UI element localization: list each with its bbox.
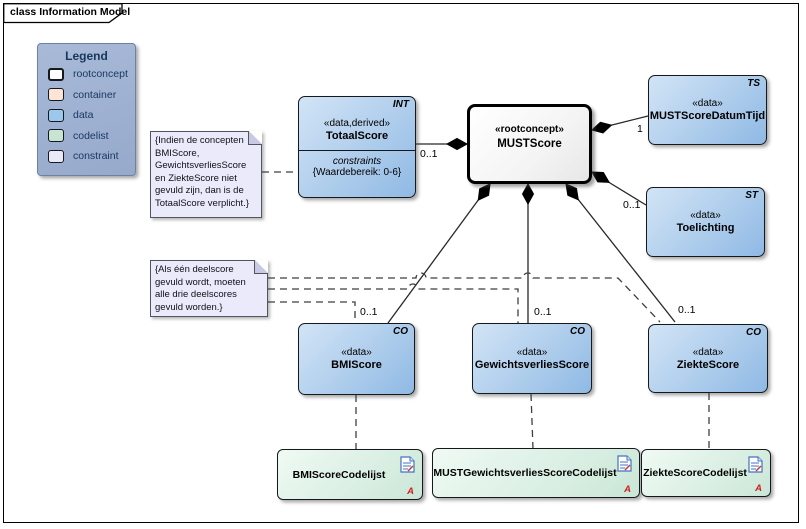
constraint-value: {Waardebereik: 0-6} xyxy=(312,167,402,178)
legend-label: codelist xyxy=(73,129,109,142)
codelist-name: ZiekteScoreCodelijst xyxy=(643,467,747,479)
class-bmiscore: CO «data» BMIScore xyxy=(298,323,415,395)
edge-note2-bmiscore xyxy=(268,301,356,323)
type-abbreviation: INT xyxy=(392,99,409,110)
class-name: Toelichting xyxy=(676,222,735,234)
composition-diamond xyxy=(445,137,469,151)
composition-diamond xyxy=(521,182,535,206)
multiplicity-ziektescore: 0..1 xyxy=(678,304,696,316)
stereotype: «data» xyxy=(692,98,723,109)
stereotype: «data» xyxy=(516,347,548,358)
legend: Legend rootconcept container data codeli… xyxy=(37,43,136,176)
stereotype: «data» xyxy=(341,347,372,358)
stereotype: «rootconcept» xyxy=(495,124,564,135)
document-icon xyxy=(748,456,763,478)
edge-mustscore-bmiscore xyxy=(387,183,491,324)
adl-marker: A xyxy=(407,486,414,497)
codelist-mustgewichtsverliesscorecodelijst: MUSTGewichtsverliesScoreCodelijst A xyxy=(432,448,640,498)
class-name: BMIScore xyxy=(331,359,382,371)
class-mustscoredatumtijd: TS «data» MUSTScoreDatumTijd xyxy=(648,75,767,145)
edge-gewichtsverliesscore-codelijst xyxy=(530,393,534,450)
legend-title: Legend xyxy=(65,49,108,63)
multiplicity-gewichtsverliesscore: 0..1 xyxy=(534,306,552,318)
constraint-note-totaalscore: {Indien de concepten BMIScore, Gewichtsv… xyxy=(150,131,262,218)
document-icon xyxy=(400,456,415,478)
composition-diamond xyxy=(477,183,491,202)
class-name: GewichtsverliesScore xyxy=(474,359,590,371)
legend-item: rootconcept xyxy=(48,65,135,84)
type-abbreviation: TS xyxy=(747,78,760,89)
legend-label: container xyxy=(73,88,117,101)
data-swatch xyxy=(48,108,64,122)
constraint-swatch xyxy=(48,149,64,163)
legend-item: data xyxy=(48,106,135,125)
type-abbreviation: CO xyxy=(746,327,761,338)
composition-diamond xyxy=(591,171,611,183)
class-name: TotaalScore xyxy=(325,130,389,142)
note-fold-corner xyxy=(249,131,262,144)
note-text: {Indien de concepten BMIScore, Gewichtsv… xyxy=(155,135,249,209)
adl-marker: A xyxy=(624,484,631,495)
class-name: ZiekteScore xyxy=(676,359,740,371)
type-abbreviation: ST xyxy=(745,190,758,201)
frame-title-tab: class Information Model xyxy=(3,3,131,30)
frame-tab-shape xyxy=(3,3,123,24)
note-text: {Als één deelscore gevuld wordt, moeten … xyxy=(155,264,246,313)
type-abbreviation: CO xyxy=(570,326,585,337)
container-swatch xyxy=(48,88,64,101)
class-totaalscore: INT «data,derived» TotaalScore constrain… xyxy=(298,96,416,198)
composition-diamond xyxy=(590,121,613,134)
codelist-ziektescorecodelijst: ZiekteScoreCodelijst A xyxy=(641,449,771,497)
edge-mustscore-ziektescore xyxy=(565,183,676,323)
adl-marker: A xyxy=(755,483,762,494)
edge-note2-ziektescore xyxy=(268,272,661,323)
legend-label: rootconcept xyxy=(73,68,128,80)
legend-label: constraint xyxy=(73,150,119,162)
multiplicity-totaalscore: 0..1 xyxy=(420,148,438,160)
legend-item: container xyxy=(48,85,135,104)
constraints-label: constraints xyxy=(332,156,382,167)
stereotype: «data,derived» xyxy=(323,118,391,129)
rootconcept-swatch xyxy=(48,67,64,81)
class-mustscore: «rootconcept» MUSTScore xyxy=(467,104,592,184)
frame-title: class Information Model xyxy=(10,6,131,18)
legend-label: data xyxy=(73,109,94,121)
multiplicity-datumtijd: 1 xyxy=(637,123,643,135)
class-gewichtsverliesscore: CO «data» GewichtsverliesScore xyxy=(472,323,592,394)
stereotype: «data» xyxy=(692,347,724,358)
class-ziektescore: CO «data» ZiekteScore xyxy=(648,324,768,393)
codelist-name: MUSTGewichtsverliesScoreCodelijst xyxy=(433,467,617,479)
class-toelichting: ST «data» Toelichting xyxy=(646,187,765,257)
class-name: MUSTScore xyxy=(497,138,562,150)
document-icon xyxy=(617,455,632,477)
codelist-bmiscorecodelijst: BMIScoreCodelijst A xyxy=(277,449,423,500)
constraint-note-deelscores: {Als één deelscore gevuld wordt, moeten … xyxy=(150,260,268,317)
compartment-divider xyxy=(299,150,415,151)
codelist-swatch xyxy=(48,129,64,142)
edge-note2-gewichtsverliesscore xyxy=(268,283,519,323)
class-name: MUSTScoreDatumTijd xyxy=(649,110,766,122)
composition-diamond xyxy=(565,183,579,201)
legend-item: codelist xyxy=(48,126,135,145)
multiplicity-bmiscore: 0..1 xyxy=(360,306,378,318)
multiplicity-toelichting: 0..1 xyxy=(623,199,641,211)
type-abbreviation: CO xyxy=(393,326,408,337)
note-fold-corner xyxy=(255,260,268,273)
codelist-name: BMIScoreCodelijst xyxy=(292,468,386,481)
stereotype: «data» xyxy=(690,210,721,221)
legend-item: constraint xyxy=(48,147,135,166)
